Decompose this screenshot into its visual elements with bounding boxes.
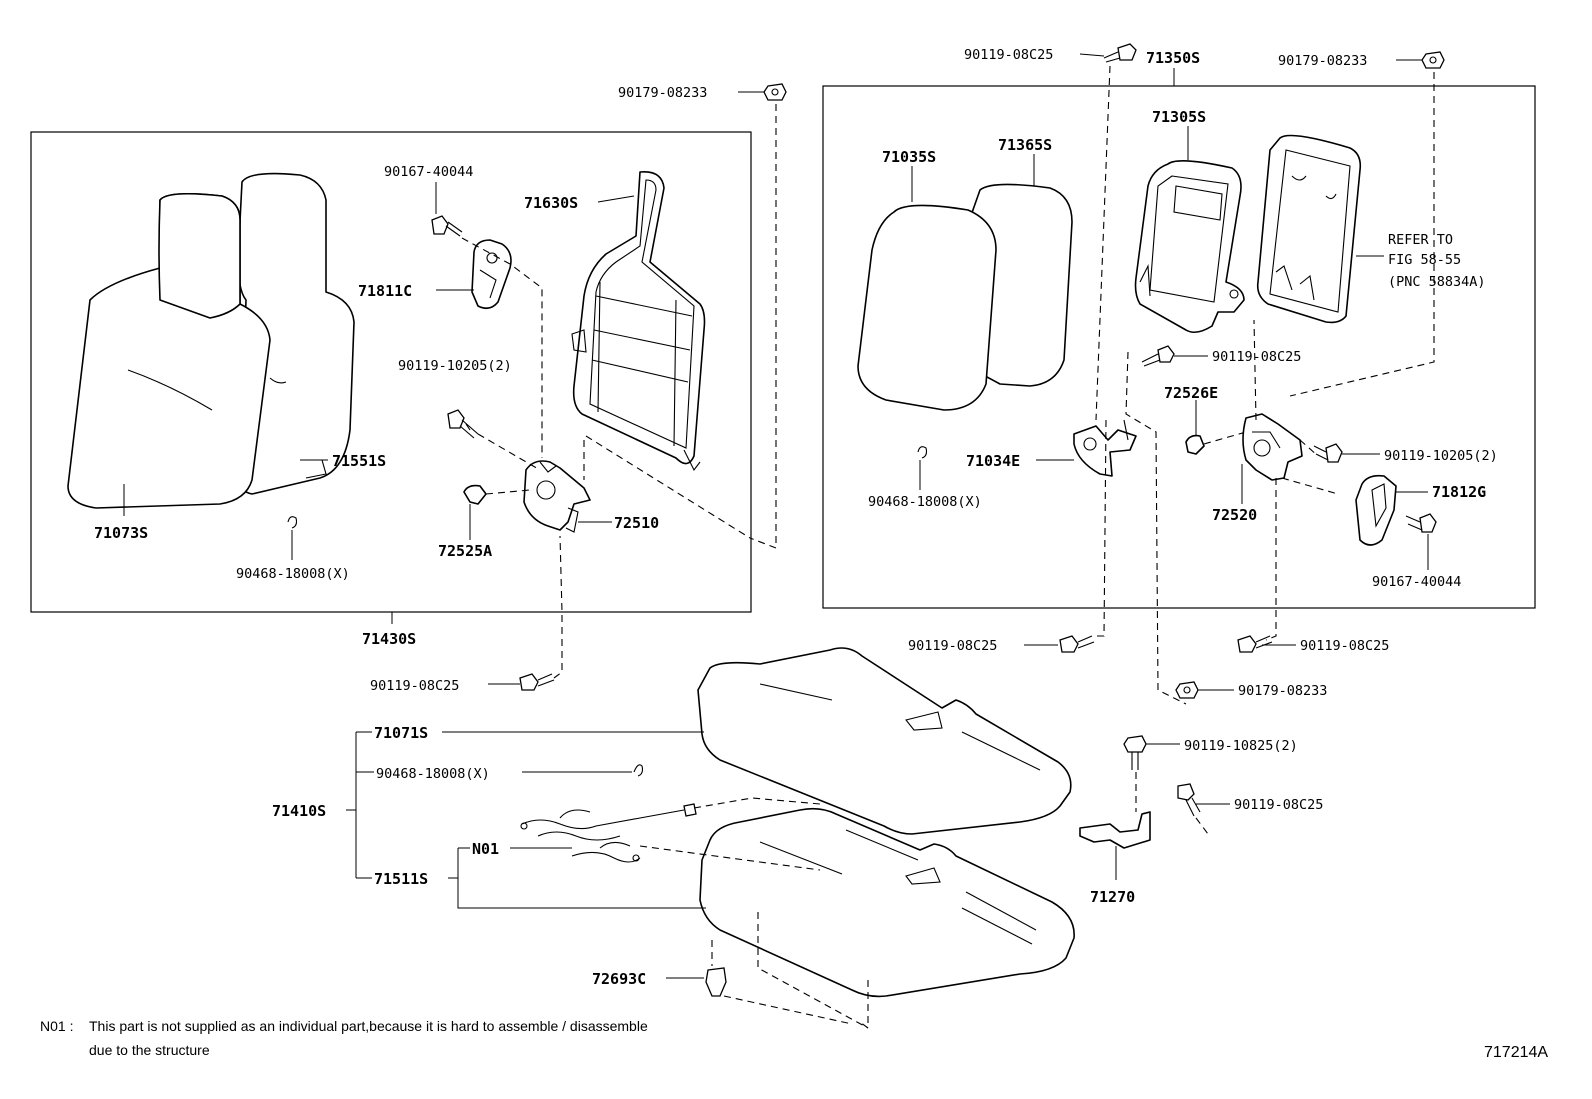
recliner-cover-71811C [471, 239, 512, 310]
cap-72525A [463, 484, 487, 505]
seatback-cover-front [67, 192, 271, 509]
note-code: N01 : [40, 1018, 73, 1034]
cushion-pad-71511S [699, 807, 1075, 998]
bolt-90119-10825 [1123, 735, 1147, 770]
label-72510: 72510 [614, 514, 659, 532]
nut-90179-08233-top-right [1421, 51, 1445, 69]
nut-90179-08233-top-left [763, 83, 787, 101]
seatback-frame-71305S [1134, 160, 1245, 334]
label-90119-10825: 90119-10825(2) [1184, 738, 1298, 754]
label-90119-08C25-right-inner: 90119-08C25 [1212, 349, 1301, 365]
label-71071S: 71071S [374, 724, 428, 742]
label-71270: 71270 [1090, 888, 1135, 906]
bracket-71270 [1079, 811, 1151, 849]
label-71350S: 71350S [1146, 49, 1200, 67]
label-90167-40044-right: 90167-40044 [1372, 574, 1461, 590]
clip-72693C [705, 967, 727, 997]
label-90468-18008-right: 90468-18008(X) [868, 494, 982, 510]
figure-id: 717214A [1484, 1044, 1548, 1061]
note-line-1: This part is not supplied as an individu… [89, 1018, 648, 1034]
label-90468-18008-left: 90468-18008(X) [236, 566, 350, 582]
label-90119-08C25-bottom-left: 90119-08C25 [370, 678, 459, 694]
label-90119-08C25-mid-right: 90119-08C25 [1300, 638, 1389, 654]
seatback-cover-71035S [857, 204, 997, 411]
label-71551S: 71551S [332, 452, 386, 470]
recliner-71034E [1073, 419, 1137, 477]
recliner-cover-71812G [1355, 474, 1397, 546]
recliner-72520 [1242, 413, 1303, 481]
label-71811C: 71811C [358, 282, 412, 300]
recliner-72510 [523, 460, 591, 533]
label-72526E: 72526E [1164, 384, 1218, 402]
label-71305S: 71305S [1152, 108, 1206, 126]
label-90167-40044-left: 90167-40044 [384, 164, 473, 180]
label-72520: 72520 [1212, 506, 1257, 524]
label-90119-08C25-top: 90119-08C25 [964, 47, 1053, 63]
label-90119-10205-right: 90119-10205(2) [1384, 448, 1498, 464]
reference-line-3: (PNC 58834A) [1388, 274, 1486, 290]
bolt-90119-08C25-top [1103, 43, 1137, 63]
label-71073S: 71073S [94, 524, 148, 542]
label-72693C: 72693C [592, 970, 646, 988]
label-71365S: 71365S [998, 136, 1052, 154]
bolt-90119-10205-left [447, 409, 479, 439]
bolt-90119-10205-right [1313, 443, 1343, 463]
label-71430S: 71430S [362, 630, 416, 648]
note-line-2: due to the structure [89, 1042, 210, 1058]
cushion-cover-71071S [697, 647, 1072, 835]
label-N01: N01 [472, 840, 499, 858]
left-assembly-box [30, 131, 752, 613]
bolt-90119-08C25-bottom-left [519, 673, 555, 691]
label-90179-08233-mid: 90179-08233 [1238, 683, 1327, 699]
reference-line-2: FIG 58-55 [1388, 252, 1461, 268]
right-assembly-box [822, 85, 1536, 609]
bolt-90119-08C25-lower [1177, 783, 1201, 817]
bolt-90167-40044-right [1405, 513, 1437, 533]
nut-90179-08233-mid [1175, 681, 1199, 699]
label-90468-18008-cushion: 90468-18008(X) [376, 766, 490, 782]
label-72525A: 72525A [438, 542, 492, 560]
clip-90468-left [287, 516, 298, 529]
label-71410S: 71410S [272, 802, 326, 820]
clip-90468-right [917, 446, 928, 459]
label-71812G: 71812G [1432, 483, 1486, 501]
label-71511S: 71511S [374, 870, 428, 888]
label-90179-08233-top-right: 90179-08233 [1278, 53, 1367, 69]
clip-90468-cushion [633, 764, 644, 777]
label-90119-08C25-lower: 90119-08C25 [1234, 797, 1323, 813]
label-90119-08C25-mid-left: 90119-08C25 [908, 638, 997, 654]
cap-72526E [1185, 434, 1205, 455]
label-90179-08233-top-left: 90179-08233 [618, 85, 707, 101]
bolt-90119-08C25-mid-left [1059, 635, 1095, 653]
seatback-frame-71630S [571, 171, 706, 472]
reference-line-1: REFER TO [1388, 232, 1453, 248]
label-71034E: 71034E [966, 452, 1020, 470]
label-90119-10205-left: 90119-10205(2) [398, 358, 512, 374]
bolt-90119-08C25-mid-right [1237, 635, 1273, 653]
label-71630S: 71630S [524, 194, 578, 212]
wire-harness-N01 [520, 803, 697, 863]
bolt-90119-08C25-right-inner [1141, 345, 1175, 367]
seatback-cover-rear [237, 172, 355, 495]
seatback-board [1256, 134, 1362, 324]
bolt-90167-40044-left [431, 215, 463, 237]
label-71035S: 71035S [882, 148, 936, 166]
